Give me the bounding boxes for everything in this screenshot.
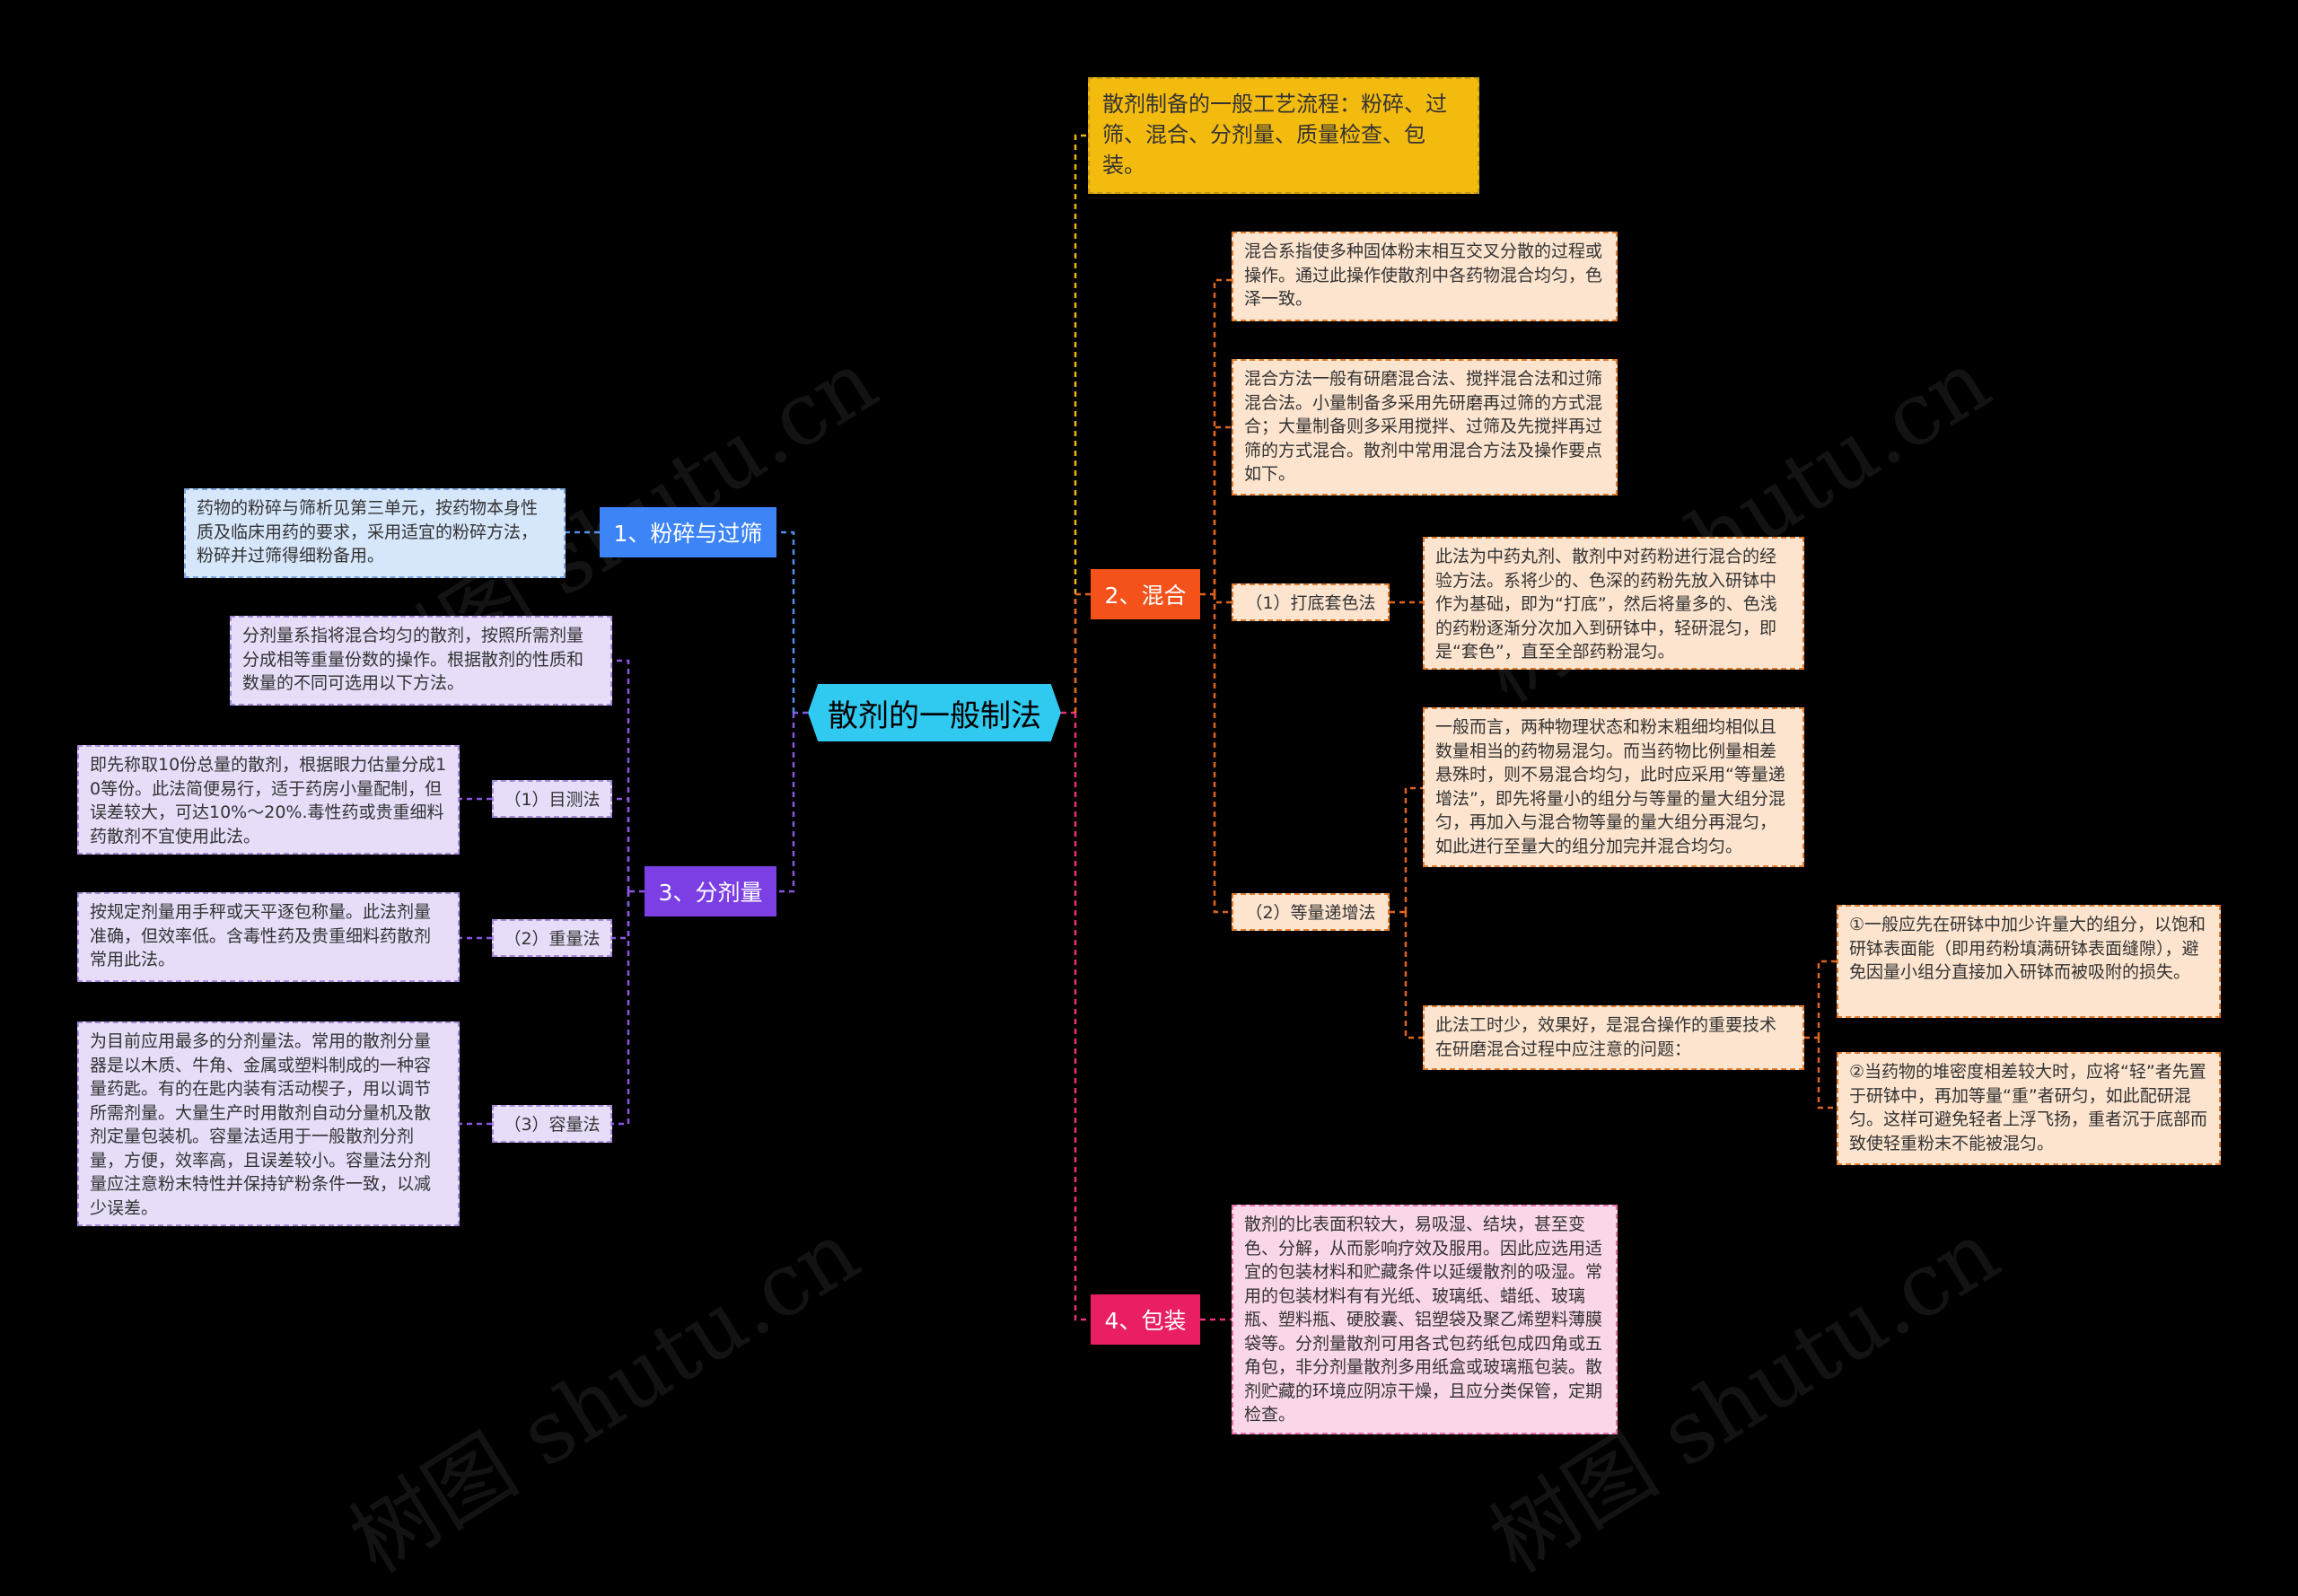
link-b2-def: [1213, 278, 1232, 594]
link-b3-s3: [612, 891, 630, 1126]
grinding-detail[interactable]: 药物的粉碎与筛析见第三单元，按药物本身性质及临床用药的要求，采用适宜的粉碎方法，…: [184, 488, 566, 578]
branch-mixing[interactable]: 2、混合: [1091, 569, 1200, 619]
link-b1: [776, 531, 795, 713]
dengliang-dizeng-detail[interactable]: 一般而言，两种物理状态和粉末粗细均相似且数量相当的药物易混匀。而当药物比例量相差…: [1423, 707, 1804, 867]
link-b3-def: [612, 659, 630, 891]
link-b3-s2: [612, 891, 630, 940]
method-volume[interactable]: （3）容量法: [492, 1105, 612, 1143]
intro-node[interactable]: 散剂制备的一般工艺流程：粉碎、过筛、混合、分剂量、质量检查、包装。: [1088, 77, 1479, 194]
issue-1[interactable]: ①一般应先在研钵中加少许量大的组分，以饱和研钵表面能（即用药粉填满研钵表面缝隙）…: [1837, 905, 2221, 1018]
method-dengliang-dizeng[interactable]: （2）等量递增法: [1232, 893, 1390, 931]
branch-packaging[interactable]: 4、包装: [1091, 1294, 1200, 1345]
method-visual[interactable]: （1）目测法: [492, 780, 612, 818]
branch-dosing[interactable]: 3、分剂量: [645, 866, 776, 916]
branch-grinding-sieving[interactable]: 1、粉碎与过筛: [600, 507, 776, 557]
link-i1: [1817, 960, 1837, 1038]
packaging-detail[interactable]: 散剂的比表面积较大，易吸湿、结块，甚至变色、分解，从而影响疗效及服用。因此应选用…: [1232, 1205, 1618, 1434]
link-b2-methods: [1213, 425, 1232, 594]
dengliang-dizeng-issues[interactable]: 此法工时少，效果好，是混合操作的重要技术在研磨混合过程中应注意的问题：: [1423, 1005, 1804, 1070]
weight-detail[interactable]: 按规定剂量用手秤或天平逐包称量。此法剂量准确，但效率低。含毒性药及贵重细料药散剂…: [77, 892, 460, 982]
method-weight[interactable]: （2）重量法: [492, 919, 612, 957]
intro-text: 散剂制备的一般工艺流程：粉碎、过筛、混合、分剂量、质量检查、包装。: [1102, 92, 1447, 178]
volume-detail[interactable]: 为目前应用最多的分剂量法。常用的散剂分量器是以木质、牛角、金属或塑料制成的一种容…: [77, 1022, 460, 1226]
visual-detail[interactable]: 即先称取10份总量的散剂，根据眼力估量分成10等份。此法简便易行，适于药房小量配…: [77, 745, 460, 855]
link-b3: [776, 713, 795, 893]
link-intro: [1074, 134, 1088, 713]
mixing-definition[interactable]: 混合系指使多种固体粉末相互交叉分散的过程或操作。通过此操作使散剂中各药物混合均匀…: [1232, 232, 1618, 321]
link-m2-detail: [1404, 786, 1423, 912]
link-b3-s1: [612, 797, 630, 891]
dosing-definition[interactable]: 分剂量系指将混合均匀的散剂，按照所需剂量分成相等重量份数的操作。根据散剂的性质和…: [230, 616, 612, 706]
root-node[interactable]: 散剂的一般制法: [808, 684, 1061, 741]
mixing-methods[interactable]: 混合方法一般有研磨混合法、搅拌混合法和过筛混合法。小量制备多采用先研磨再过筛的方…: [1232, 359, 1618, 495]
method-dadi-taose[interactable]: （1）打底套色法: [1232, 583, 1390, 621]
link-i2: [1817, 1038, 1837, 1109]
link-b2-m2: [1213, 594, 1232, 914]
link-m2-issues: [1404, 912, 1423, 1039]
issue-2[interactable]: ②当药物的堆密度相差较大时，应将“轻”者先置于研钵中，再加等量“重”者研匀，如此…: [1837, 1052, 2221, 1165]
link-b2-m1: [1213, 594, 1232, 604]
link-b4: [1074, 713, 1091, 1321]
link-b2: [1074, 592, 1091, 713]
connector-lines: [460, 134, 1837, 1321]
dadi-taose-detail[interactable]: 此法为中药丸剂、散剂中对药粉进行混合的经验方法。系将少的、色深的药粉先放入研钵中…: [1423, 537, 1804, 670]
